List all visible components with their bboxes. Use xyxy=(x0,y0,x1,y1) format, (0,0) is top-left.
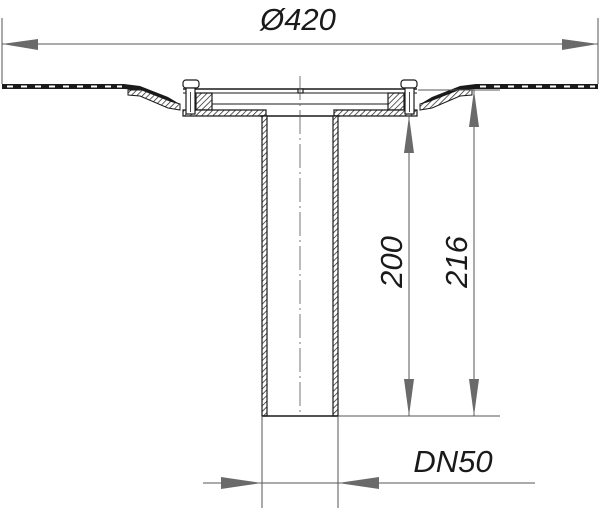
arrow-up-icon xyxy=(469,90,479,127)
dimension-label-total-height: 216 xyxy=(439,235,474,288)
arrow-down-icon xyxy=(404,379,414,416)
screw-right xyxy=(400,79,418,89)
arrow-down-icon xyxy=(469,379,479,416)
arrow-right-icon xyxy=(221,477,262,489)
arrow-up-icon xyxy=(404,116,414,153)
screw-left xyxy=(182,79,200,89)
arrow-right-icon xyxy=(562,39,598,50)
arrow-left-icon xyxy=(338,477,379,489)
dimension-nominal-diameter: DN50 xyxy=(203,416,535,508)
dimension-label-overall-diameter: Ø420 xyxy=(259,2,336,37)
dimension-total-height: 216 xyxy=(418,89,500,416)
dimension-label-nominal-diameter: DN50 xyxy=(413,444,492,479)
drain-body xyxy=(182,79,418,117)
arrow-left-icon xyxy=(2,39,38,50)
clamping-ring xyxy=(127,89,473,111)
dimension-overall-diameter: Ø420 xyxy=(1,2,599,84)
outlet-pipe xyxy=(260,76,340,417)
dimension-pipe-length: 200 xyxy=(374,116,414,416)
dimension-label-pipe-length: 200 xyxy=(374,236,409,289)
